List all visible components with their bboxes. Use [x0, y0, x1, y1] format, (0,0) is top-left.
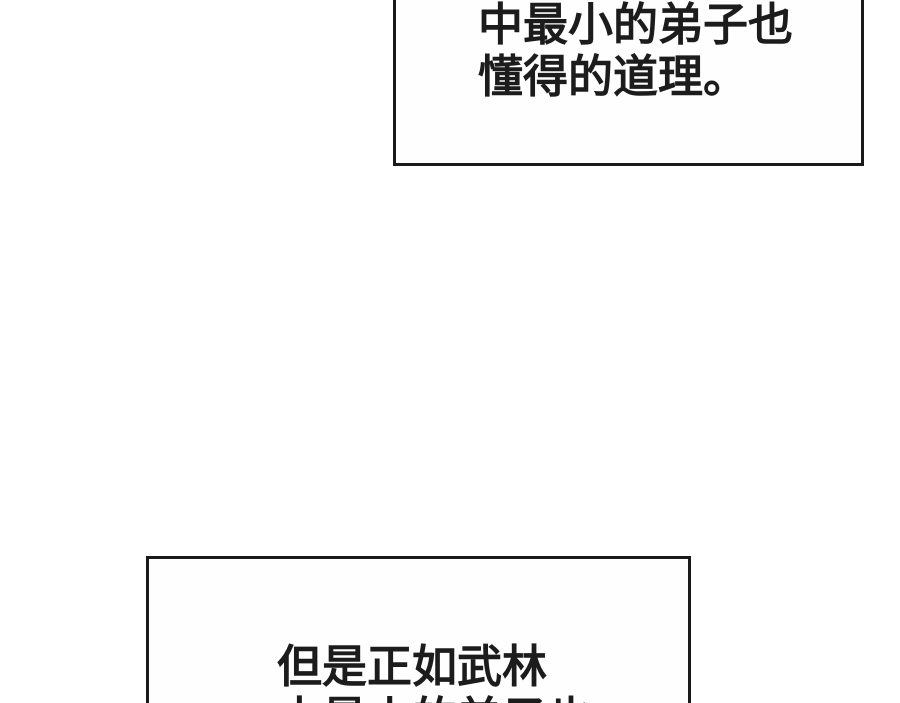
speech-bubble-top: 中最小的弟子也 懂得的道理。: [393, 0, 864, 166]
speech-bubble-bottom: 但是正如武林 中最小的弟子也: [146, 556, 691, 703]
dialogue-line: 但是正如武林: [277, 640, 548, 693]
dialogue-line: 中最小的弟子也: [478, 0, 794, 51]
dialogue-line: 懂得的道理。: [478, 50, 749, 103]
speech-bubble-bottom-text: 但是正如武林 中最小的弟子也: [277, 641, 592, 703]
speech-bubble-top-text: 中最小的弟子也 懂得的道理。: [478, 0, 793, 103]
dialogue-line dialogue-line-clipped: 中最小的弟子也: [277, 693, 592, 703]
